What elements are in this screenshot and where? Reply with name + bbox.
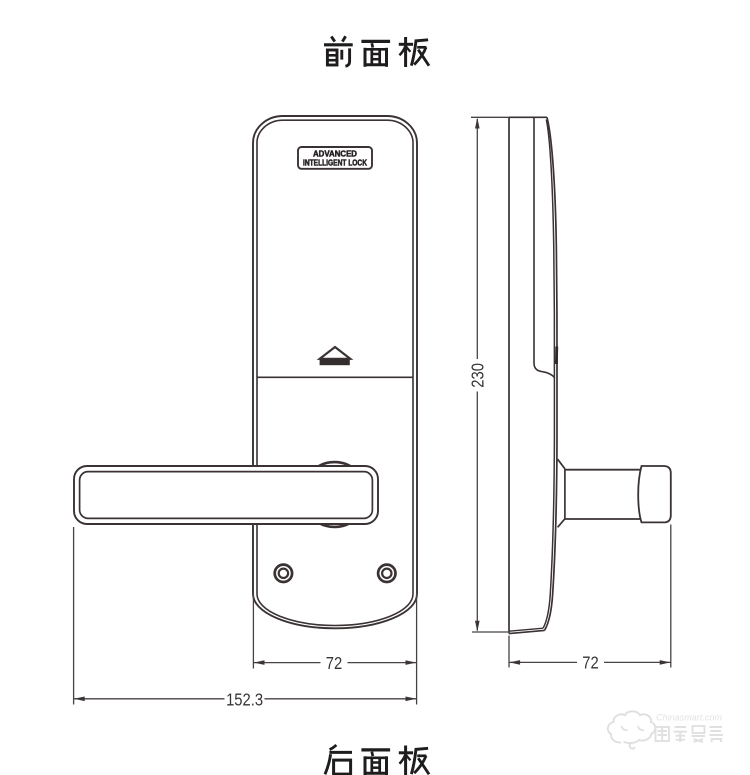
- svg-text:230: 230: [468, 363, 487, 388]
- svg-text:72: 72: [326, 654, 342, 673]
- svg-text:ADVANCED: ADVANCED: [313, 150, 357, 159]
- svg-text:152.3: 152.3: [226, 690, 263, 709]
- svg-text:INTELLIGENT LOCK: INTELLIGENT LOCK: [303, 159, 367, 168]
- svg-text:72: 72: [582, 654, 598, 673]
- svg-text:Chinasmart.com: Chinasmart.com: [656, 713, 722, 723]
